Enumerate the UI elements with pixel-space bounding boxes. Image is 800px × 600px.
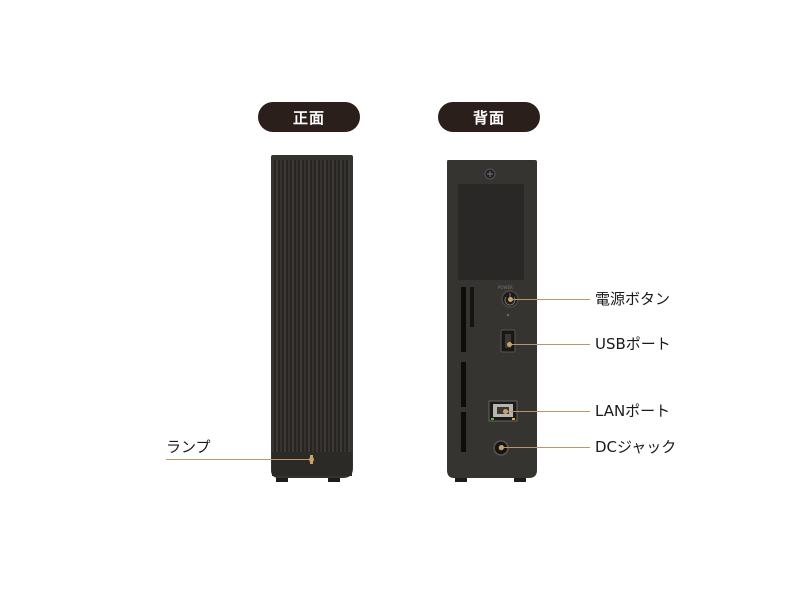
lamp-leader-line [166, 459, 312, 460]
lan-port-label: LANポート [595, 402, 671, 420]
usb-port-label: USBポート [595, 335, 671, 353]
back-device: POWER [447, 160, 537, 482]
dc-leader-line [504, 447, 590, 448]
usb-leader-dot [507, 342, 512, 347]
usb-leader-line [510, 344, 590, 345]
svg-text:POWER: POWER [498, 285, 513, 290]
lamp-label: ランプ [166, 438, 211, 456]
lamp-leader-dot [309, 457, 314, 462]
front-device [271, 155, 353, 482]
power-leader-line [512, 299, 590, 300]
back-view-label: 背面 [438, 102, 540, 132]
lan-leader-line [506, 411, 590, 412]
dc-jack-label: DCジャック [595, 438, 677, 456]
power-button-label: 電源ボタン [595, 290, 671, 308]
power-leader-dot [508, 297, 513, 302]
dc-leader-dot [499, 445, 504, 450]
front-view-label: 正面 [258, 102, 360, 132]
lan-leader-dot [503, 409, 508, 414]
